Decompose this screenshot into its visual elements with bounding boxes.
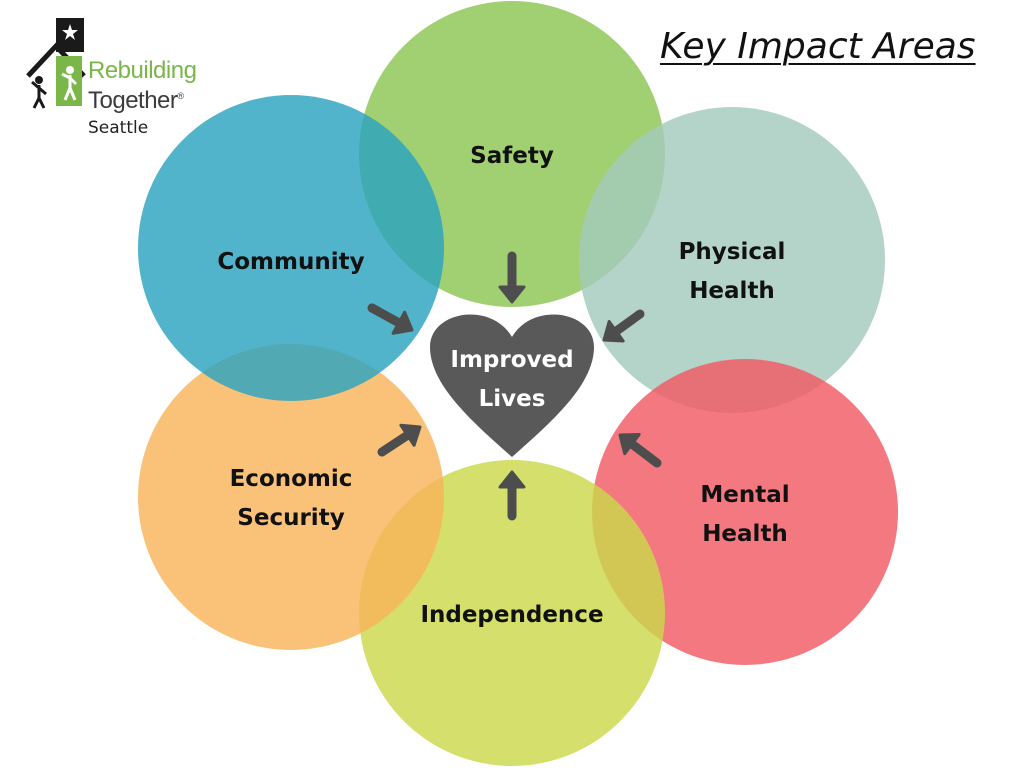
circle-physical-health <box>579 107 885 413</box>
house-with-star-and-people-icon <box>26 18 86 109</box>
impact-labels: SafetyPhysicalHealthMentalHealthIndepend… <box>217 143 789 628</box>
label-economic-security-line1: Economic <box>230 466 353 492</box>
label-independence-line1: Independence <box>420 602 603 628</box>
impact-circles <box>138 1 898 766</box>
page-title: Key Impact Areas <box>660 26 976 67</box>
label-community-line1: Community <box>217 249 364 275</box>
label-mental-health-line1: Mental <box>700 482 789 508</box>
logo-word-rebuilding: Rebuilding <box>88 57 197 84</box>
logo-city: Seattle <box>88 118 149 138</box>
organization-logo: Rebuilding Together® Seattle <box>26 16 236 141</box>
arrow-from-mental-health <box>618 432 662 468</box>
arrow-from-safety <box>498 251 526 304</box>
center-label-line2: Lives <box>479 386 546 412</box>
logo-registered-mark: ® <box>177 91 184 101</box>
circle-community <box>138 95 444 401</box>
arrow-from-physical-health <box>602 309 645 343</box>
arrow-from-economic-security <box>377 423 422 457</box>
circle-economic-security <box>138 344 444 650</box>
logo-word-together-text: Together <box>88 87 178 114</box>
label-mental-health-line2: Health <box>702 521 788 547</box>
label-economic-security-line2: Security <box>237 505 344 531</box>
label-safety-line1: Safety <box>470 143 554 169</box>
logo-word-together: Together® <box>88 84 184 113</box>
arrow-from-independence <box>498 470 526 521</box>
circle-mental-health <box>592 359 898 665</box>
impact-arrows <box>367 251 662 521</box>
center-heart <box>430 314 594 457</box>
arrow-from-community <box>367 303 414 335</box>
label-physical-health-line1: Physical <box>679 239 786 265</box>
center-label-line1: Improved <box>450 347 573 373</box>
label-physical-health-line2: Health <box>689 278 775 304</box>
